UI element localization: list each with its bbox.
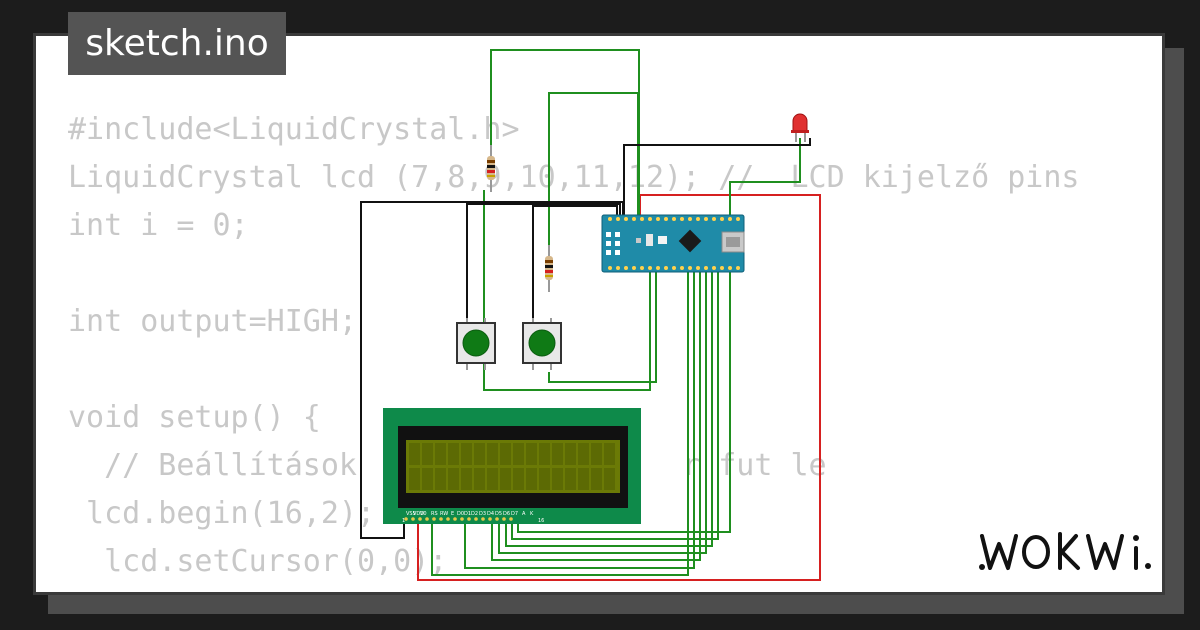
lcd-pin-label: RW	[440, 511, 448, 517]
code-line: #include<LiquidCrystal.h>	[68, 112, 520, 147]
lcd-pin-label: VDD	[413, 511, 424, 517]
green-wires	[431, 49, 801, 576]
resistor-1	[487, 145, 495, 192]
pushbutton-1	[456, 318, 496, 370]
lcd-display: VSS VDD V0 RS RW E D0 D1 D2 D3 D4 D5 D6 …	[383, 408, 641, 524]
code-line: void setup() {	[68, 400, 321, 435]
red-led	[791, 113, 809, 142]
arduino-nano	[601, 214, 745, 273]
lcd-pin-label: RS	[431, 511, 438, 517]
resistor-2	[545, 245, 553, 292]
lcd-pin-number: 1	[402, 518, 405, 524]
lcd-pin-label: D0	[457, 511, 464, 517]
lcd-pin-label: D4	[487, 511, 494, 517]
lcd-pin-number: 16	[538, 518, 544, 524]
code-line: lcd.begin(16,2);	[68, 496, 376, 531]
lcd-pin-label: D6	[503, 511, 510, 517]
lcd-pin-label: A	[522, 511, 526, 517]
lcd-pin-label: D2	[471, 511, 478, 517]
code-line: int i = 0;	[68, 208, 249, 243]
lcd-pin-label: K	[530, 511, 534, 517]
lcd-pin-label: D5	[495, 511, 502, 517]
lcd-pin-label: E	[451, 511, 454, 517]
lcd-pin-label: D1	[464, 511, 471, 517]
wokwi-logo	[979, 532, 1151, 570]
code-line: int output=HIGH;	[68, 304, 357, 339]
sketch-title: sketch.ino	[68, 12, 286, 75]
black-wires	[360, 138, 811, 539]
pushbutton-2	[522, 318, 562, 370]
lcd-pin-label: V0	[420, 511, 427, 517]
code-line: lcd.setCursor(0,0);	[68, 544, 448, 579]
lcd-pin-label: VSS	[406, 511, 416, 517]
code-line: // Beállítások , r fut le	[104, 448, 827, 483]
lcd-pin-label: D3	[479, 511, 486, 517]
lcd-pin-label: D7	[511, 511, 518, 517]
